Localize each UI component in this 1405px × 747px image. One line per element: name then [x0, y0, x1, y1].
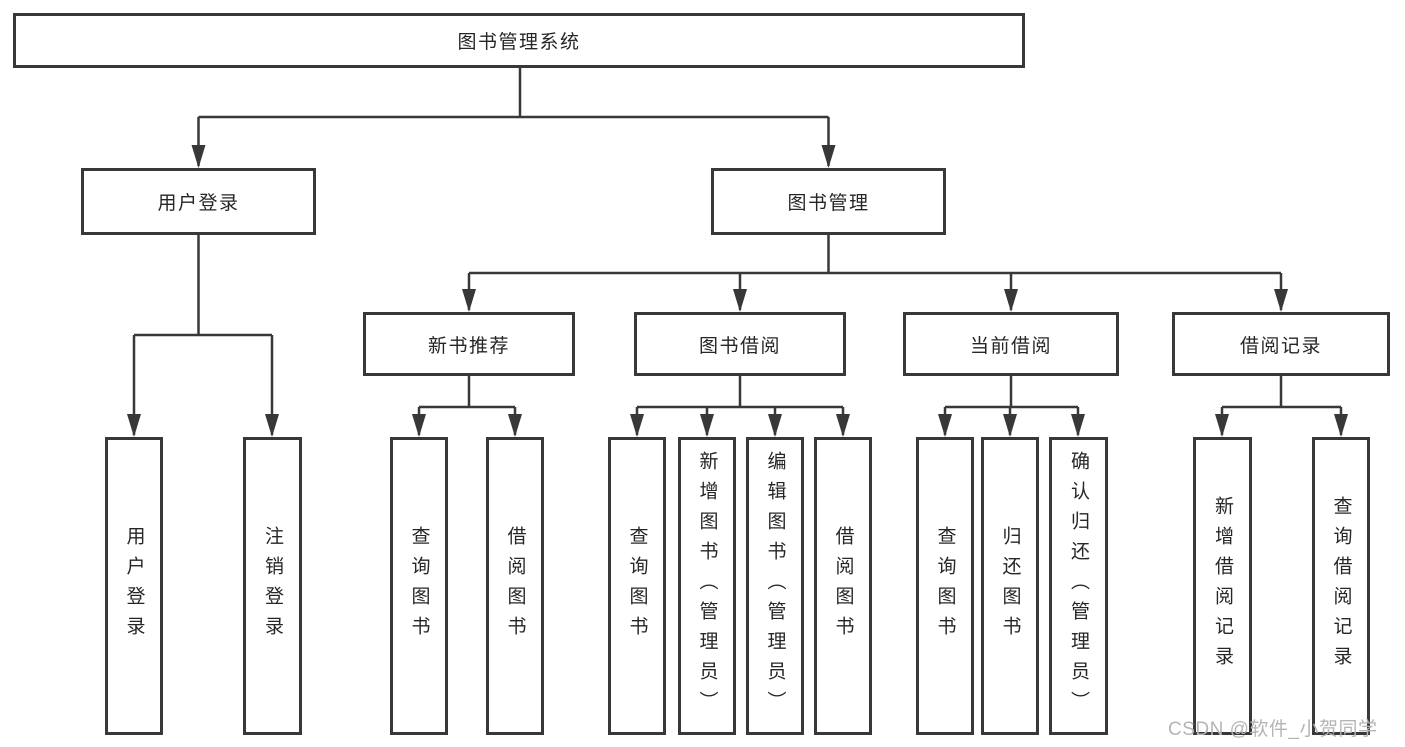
leaf-user-login: 用户登录 [105, 437, 163, 735]
node-user-login-branch: 用户登录 [81, 168, 316, 235]
leaf-edit-book-admin: 编辑图书（管理员） [746, 437, 804, 735]
leaf-query-books-borrow: 查询图书 [608, 437, 666, 735]
node-library-system: 图书管理系统 [13, 13, 1025, 68]
leaf-query-books-recommend: 查询图书 [390, 437, 448, 735]
leaf-query-books-current: 查询图书 [916, 437, 974, 735]
node-new-book-recommend: 新书推荐 [363, 312, 575, 376]
watermark: CSDN @软件_小贺同学 [1168, 719, 1378, 740]
leaf-return-book: 归还图书 [981, 437, 1039, 735]
leaf-logout: 注销登录 [243, 437, 302, 735]
leaf-add-borrow-record: 新增借阅记录 [1193, 437, 1252, 735]
node-book-borrowing: 图书借阅 [634, 312, 846, 376]
leaf-borrow-books: 借阅图书 [814, 437, 872, 735]
node-current-borrowing: 当前借阅 [903, 312, 1119, 376]
node-borrowing-records: 借阅记录 [1172, 312, 1390, 376]
leaf-borrow-books-recommend: 借阅图书 [486, 437, 544, 735]
leaf-add-book-admin: 新增图书（管理员） [678, 437, 736, 735]
node-book-management: 图书管理 [711, 168, 946, 235]
leaf-confirm-return-admin: 确认归还（管理员） [1049, 437, 1108, 735]
leaf-query-borrow-record: 查询借阅记录 [1312, 437, 1370, 735]
